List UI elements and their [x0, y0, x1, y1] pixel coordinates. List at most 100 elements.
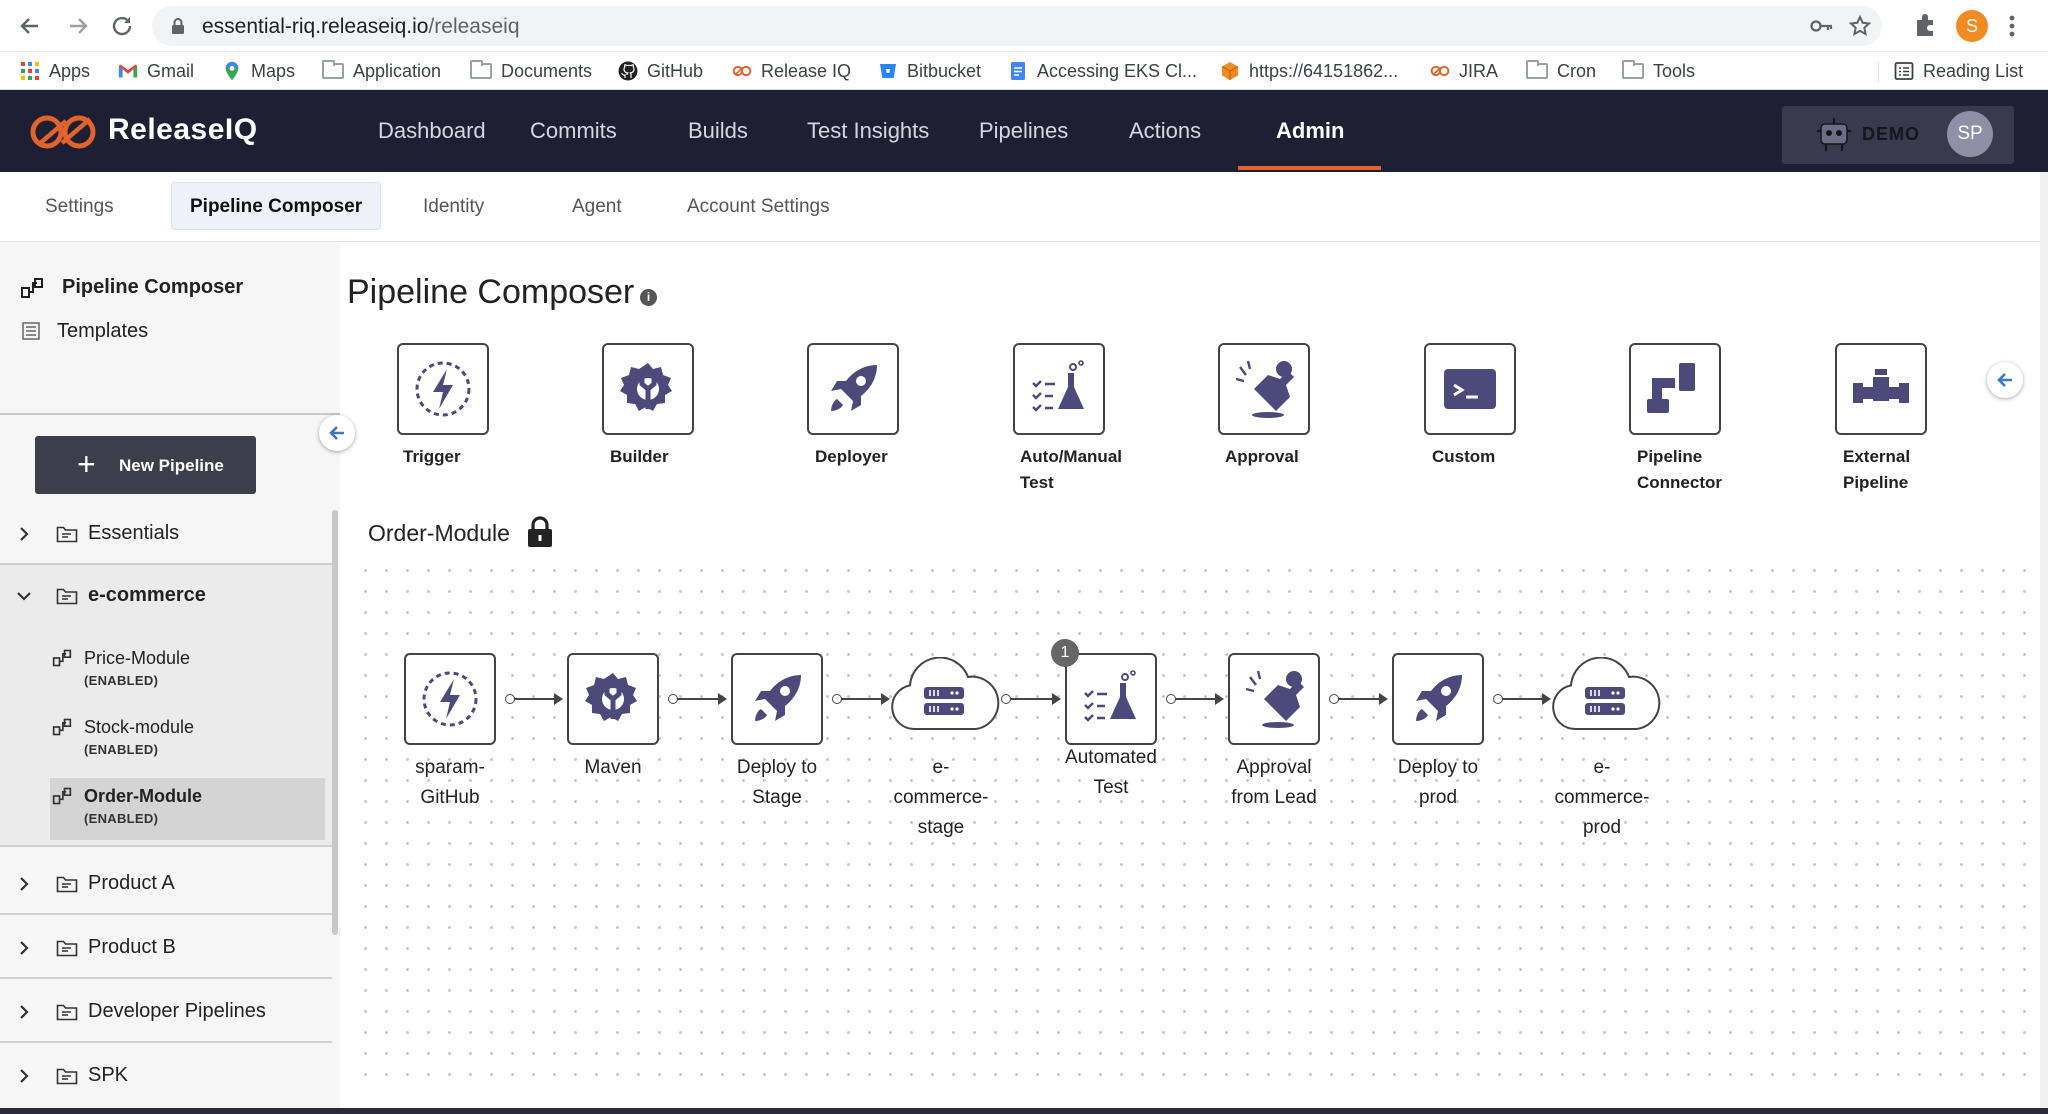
tab-pipeline-composer[interactable]: Pipeline Composer	[171, 182, 382, 230]
pipeline-item-price-module[interactable]: Price-Module (ENABLED)	[50, 640, 325, 702]
tree-row-divider	[0, 913, 332, 915]
bookmark-https[interactable]: https://64151862...	[1220, 52, 1398, 90]
bookmark-tools[interactable]: Tools	[1622, 52, 1695, 90]
environment-cloud-icon[interactable]	[888, 657, 1000, 733]
back-button[interactable]	[16, 12, 44, 40]
stage-node-deploy-to-prod[interactable]	[1392, 653, 1484, 745]
nav-pipelines[interactable]: Pipelines	[979, 118, 1069, 143]
palette-label-approval: Approval	[1225, 447, 1299, 466]
lock-icon[interactable]	[526, 516, 554, 548]
bookmark-accessing-eks[interactable]: Accessing EKS Cl...	[1008, 52, 1197, 90]
tree-group-product-b[interactable]: Product B	[0, 917, 332, 979]
chevron-right-icon	[20, 1005, 29, 1019]
bookmark-application[interactable]: Application	[322, 52, 441, 90]
releaseiq-logo-icon[interactable]	[28, 113, 100, 151]
tree-group-essentials[interactable]: Essentials	[0, 503, 332, 565]
extensions-puzzle-icon[interactable]	[1912, 12, 1938, 38]
deployer-icon	[755, 675, 801, 721]
bookmark-github[interactable]: GitHub	[618, 52, 703, 90]
palette-trigger[interactable]	[397, 343, 489, 435]
nav-dashboard[interactable]: Dashboard	[378, 118, 486, 143]
page-scrollbar[interactable]	[2040, 172, 2048, 1114]
tab-identity[interactable]: Identity	[423, 196, 485, 217]
approval-icon	[1245, 670, 1304, 728]
bookmark-documents[interactable]: Documents	[470, 52, 592, 90]
pipeline-item-order-module[interactable]: Order-Module (ENABLED)	[50, 778, 325, 840]
bookmark-maps[interactable]: Maps	[222, 52, 295, 90]
tab-agent[interactable]: Agent	[572, 196, 622, 217]
password-key-icon[interactable]	[1810, 16, 1834, 36]
folder-icon	[56, 1004, 78, 1021]
plus-icon: +	[77, 446, 96, 482]
stage-node-approval-from-lead[interactable]	[1228, 653, 1320, 745]
browser-profile-avatar[interactable]: S	[1956, 10, 1988, 42]
tree-group-product-a[interactable]: Product A	[0, 853, 332, 915]
gmail-icon	[118, 64, 138, 78]
tree-group-spk[interactable]: SPK	[0, 1045, 332, 1107]
pipeline-canvas[interactable]	[350, 555, 2030, 1090]
nav-test-insights[interactable]: Test Insights	[807, 118, 930, 143]
stage-node-maven[interactable]	[567, 653, 659, 745]
nav-commits[interactable]: Commits	[530, 118, 617, 143]
sidebar-scrollbar[interactable]	[332, 510, 338, 935]
new-pipeline-button[interactable]: + New Pipeline	[35, 436, 256, 494]
bookmark-jira[interactable]: JIRA	[1430, 52, 1498, 90]
nav-admin[interactable]: Admin	[1276, 118, 1345, 143]
info-icon[interactable]: i	[640, 289, 657, 306]
tree-group-ecommerce[interactable]: e-commerce	[0, 565, 332, 627]
chevron-down-icon	[17, 592, 31, 601]
nav-actions[interactable]: Actions	[1129, 118, 1202, 143]
stage-node-automated-test[interactable]	[1065, 653, 1157, 745]
test-icon	[1032, 360, 1084, 412]
palette-builder[interactable]	[602, 343, 694, 435]
stage-connector	[505, 693, 563, 705]
custom-icon	[1444, 369, 1496, 409]
builder-icon	[620, 363, 672, 411]
browser-menu-icon[interactable]	[2006, 14, 2018, 40]
bookmark-star-icon[interactable]	[1848, 14, 1872, 38]
palette-custom[interactable]	[1424, 343, 1516, 435]
pipeline-item-stock-module[interactable]: Stock-module (ENABLED)	[50, 709, 325, 771]
stage-node-deploy-to-stage[interactable]	[731, 653, 823, 745]
palette-external-pipeline[interactable]	[1835, 343, 1927, 435]
bookmark-bitbucket[interactable]: Bitbucket	[878, 52, 981, 90]
palette-pipeline-connector[interactable]	[1629, 343, 1721, 435]
releaseiq-icon	[732, 65, 752, 77]
nav-builds[interactable]: Builds	[688, 118, 748, 143]
back-arrow-icon	[20, 18, 38, 34]
user-avatar[interactable]: SP	[1947, 111, 1993, 157]
address-bar[interactable]: essential-riq.releaseiq.io/releaseiq	[152, 6, 1882, 46]
pipeline-icon	[21, 278, 43, 298]
lock-icon	[172, 18, 184, 34]
trigger-icon	[422, 671, 478, 727]
bookmark-releaseiq[interactable]: Release IQ	[732, 52, 851, 90]
environment-cloud-icon[interactable]	[1549, 657, 1661, 733]
tab-settings[interactable]: Settings	[45, 196, 114, 217]
stage-node-sparam-github[interactable]	[404, 653, 496, 745]
bookmark-cron[interactable]: Cron	[1526, 52, 1596, 90]
stage-label: e-commerce-stage	[893, 757, 989, 838]
tab-account-settings[interactable]: Account Settings	[687, 196, 830, 217]
forward-button[interactable]	[64, 12, 92, 40]
url-text: essential-riq.releaseiq.io/releaseiq	[202, 15, 520, 39]
stage-count-badge: 1	[1051, 639, 1079, 667]
status-badge: (ENABLED)	[84, 811, 159, 826]
reload-button[interactable]	[108, 12, 136, 40]
tree-group-developer-pipelines[interactable]: Developer Pipelines	[0, 981, 332, 1043]
status-badge: (ENABLED)	[84, 742, 159, 757]
collapse-sidebar-button[interactable]	[319, 415, 355, 451]
palette-deployer[interactable]	[807, 343, 899, 435]
bookmark-gmail[interactable]: Gmail	[118, 52, 194, 90]
tree-row-divider	[0, 845, 332, 847]
collapse-palette-button[interactable]	[1987, 362, 2023, 398]
reading-list-button[interactable]: Reading List	[1894, 52, 2023, 90]
stage-label: e-commerce-prod	[1554, 757, 1650, 838]
palette-approval[interactable]	[1218, 343, 1310, 435]
bookmark-apps[interactable]: Apps	[20, 52, 90, 90]
org-name: DEMO	[1862, 124, 1920, 144]
tree-row-divider	[0, 563, 332, 565]
palette-auto-manual-test[interactable]	[1013, 343, 1105, 435]
